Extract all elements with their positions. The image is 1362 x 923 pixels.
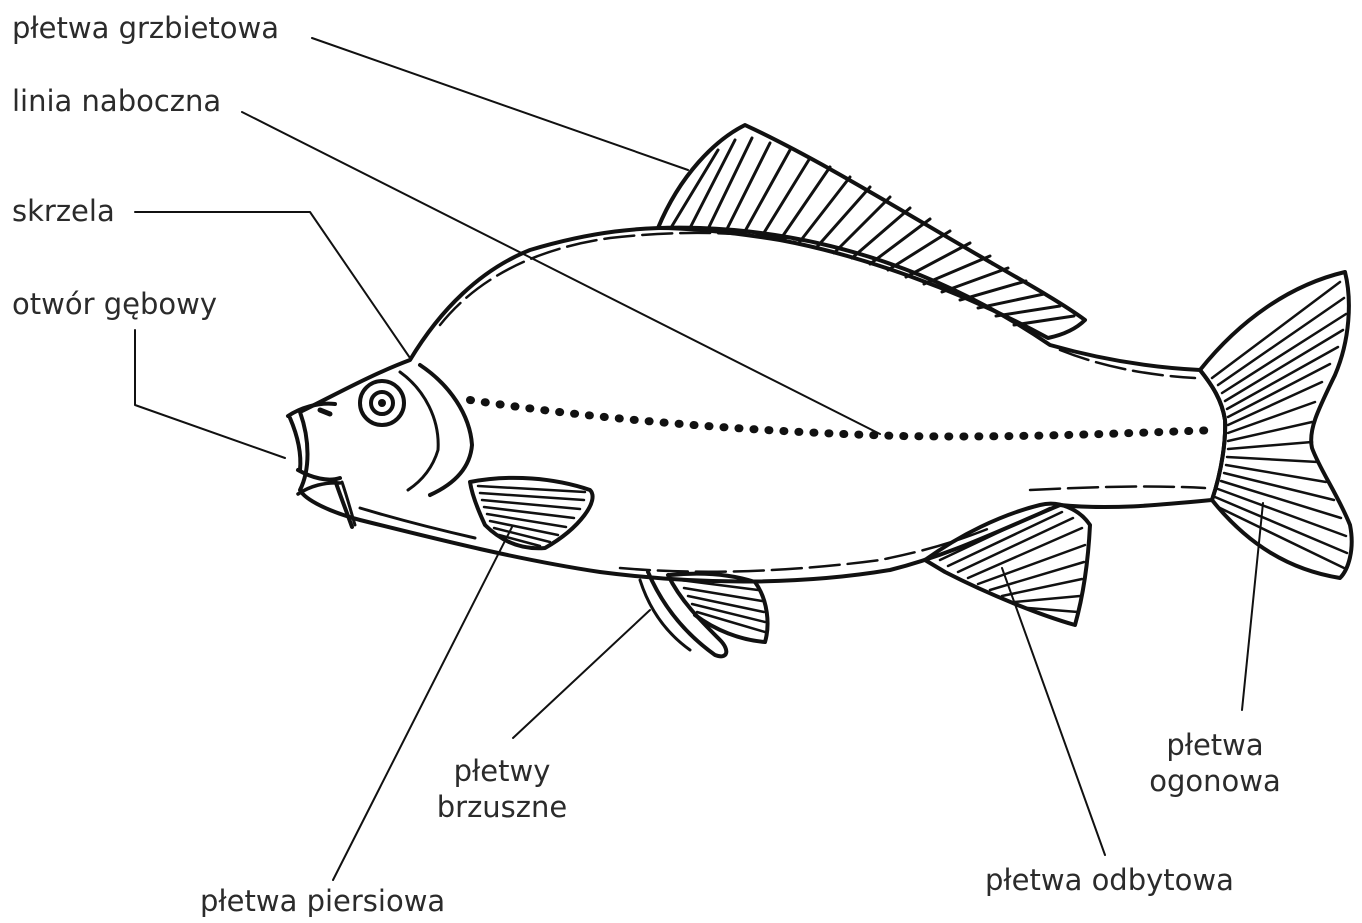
label-anal-fin: płetwa odbytowa [985, 862, 1234, 898]
lateral-line [470, 400, 1218, 436]
pelvic-fins [640, 572, 768, 656]
caudal-fin [1200, 272, 1352, 578]
label-pelvic-fins: płetwy brzuszne [412, 753, 592, 825]
label-gills: skrzela [12, 193, 115, 229]
anal-fin [925, 504, 1090, 625]
dorsal-fin [658, 125, 1085, 338]
label-lateral-line: linia naboczna [12, 83, 221, 119]
label-caudal-fin-line1: płetwa [1125, 727, 1305, 763]
label-caudal-fin: płetwa ogonowa [1125, 727, 1305, 799]
label-pelvic-fins-line2: brzuszne [412, 789, 592, 825]
label-pelvic-fins-line1: płetwy [412, 753, 592, 789]
fish-eye [360, 381, 404, 425]
label-pectoral-fin: płetwa piersiowa [200, 883, 445, 919]
pectoral-fin [470, 478, 593, 548]
label-caudal-fin-line2: ogonowa [1125, 763, 1305, 799]
label-mouth: otwór gębowy [12, 286, 217, 322]
label-dorsal-fin: płetwa grzbietowa [12, 10, 279, 46]
